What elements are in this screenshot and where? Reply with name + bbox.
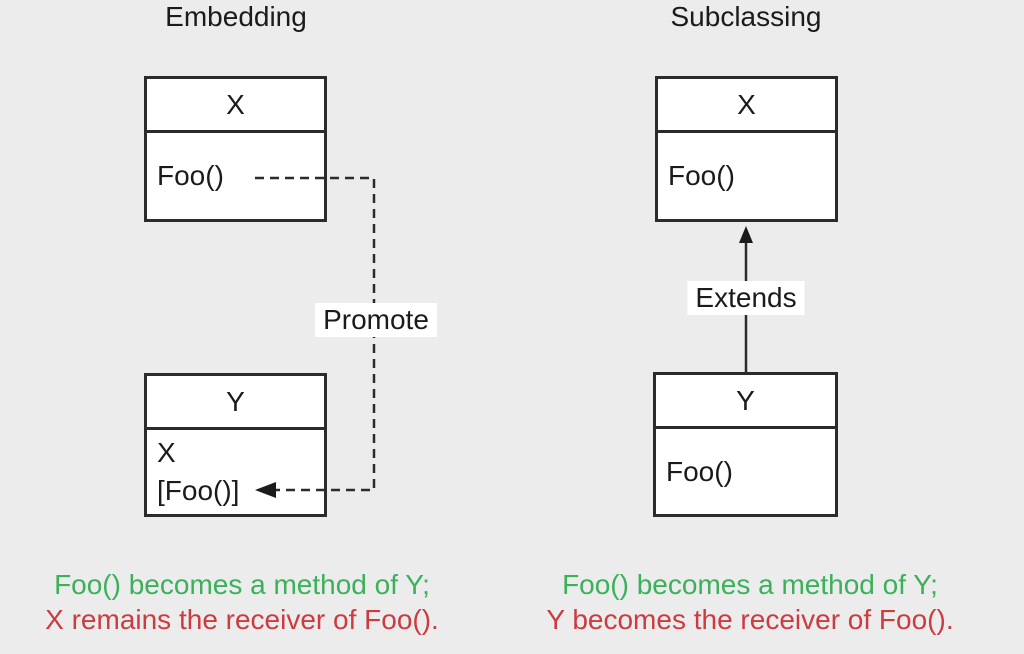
subclassing-class-x-box: X Foo() <box>655 76 838 222</box>
class-name-header: Y <box>147 376 324 430</box>
embedding-caption-green: Foo() becomes a method of Y; <box>54 569 430 600</box>
class-name-header: X <box>147 79 324 133</box>
subclassing-caption-red: Y becomes the receiver of Foo(). <box>546 604 954 635</box>
subclassing-title: Subclassing <box>670 1 822 32</box>
class-name-header: X <box>658 79 835 133</box>
embedding-class-y-box: Y X [Foo()] <box>144 373 327 517</box>
subclassing-caption-green: Foo() becomes a method of Y; <box>562 569 938 600</box>
embedding-caption-red: X remains the receiver of Foo(). <box>45 604 439 635</box>
method-label: Foo() <box>668 160 735 191</box>
class-name-header: Y <box>656 375 835 429</box>
embedding-caption: Foo() becomes a method of Y; X remains t… <box>12 567 472 637</box>
promote-label: Promote <box>315 303 437 337</box>
method-label: [Foo()] <box>157 475 240 506</box>
member-label: X <box>157 437 176 468</box>
extends-label: Extends <box>687 281 805 315</box>
subclassing-class-y-box: Y Foo() <box>653 372 838 517</box>
embedding-class-x-box: X Foo() <box>144 76 327 222</box>
method-label: Foo() <box>157 160 224 191</box>
method-label: Foo() <box>666 455 733 487</box>
subclassing-caption: Foo() becomes a method of Y; Y becomes t… <box>520 567 980 637</box>
extends-arrowhead-icon <box>739 226 753 243</box>
embedding-title: Embedding <box>165 1 307 32</box>
